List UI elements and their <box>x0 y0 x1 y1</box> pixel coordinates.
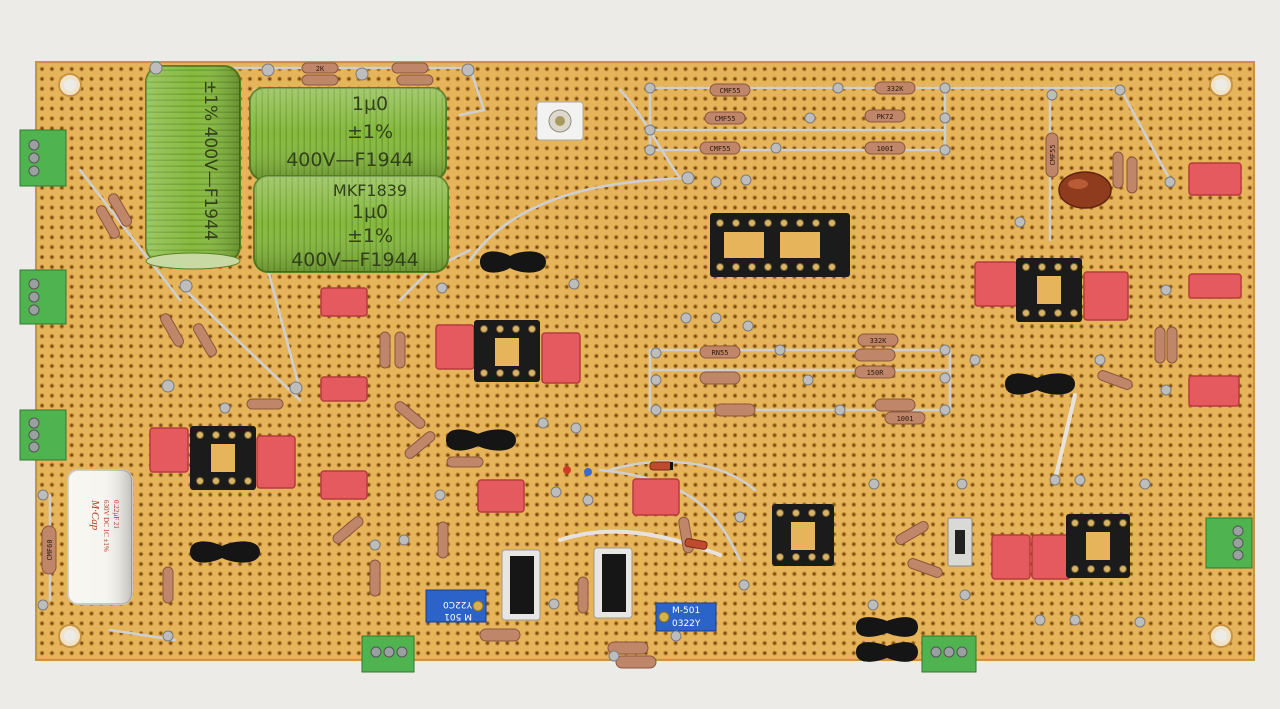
film-cap-vertical-label: ±1% 400V—F1944 <box>200 80 220 241</box>
trimmer-1[interactable]: Y22C0 M 501 <box>425 589 487 623</box>
ic-sockets <box>190 213 1130 578</box>
resistor-code-7: CMF60 <box>46 539 54 560</box>
ic-socket-8-right-top[interactable] <box>1016 258 1082 322</box>
ic-socket-8-bottom-mid[interactable] <box>772 504 834 566</box>
resistor-code-8: CMF55 <box>1049 144 1057 165</box>
terminal-block-left-2[interactable] <box>19 269 67 325</box>
mcap-capacitor: M·Cap 630V DC 1C ±1% 0.22µF 21 <box>67 469 133 605</box>
terminal-block-right[interactable] <box>1205 517 1253 569</box>
film-cap-2-line2: ±1% <box>347 225 393 247</box>
film-cap-1-line2: ±1% <box>347 121 393 143</box>
terminal-block-bottom-right[interactable] <box>921 635 977 673</box>
trimmer-1-model: M 501 <box>444 611 472 621</box>
resistor-code-5: PK72 <box>877 113 894 121</box>
slide-switch[interactable] <box>947 517 973 567</box>
ic-socket-8-bottom-right[interactable] <box>1066 514 1130 578</box>
film-capacitor-horizontal-1: 1µ0 ±1% 400V—F1944 <box>249 87 447 181</box>
resistor-code-4: 332K <box>887 85 905 93</box>
resistor-code-12: 1001 <box>897 415 914 423</box>
terminal-block-left-1[interactable] <box>19 129 67 187</box>
small-trim-pot[interactable] <box>536 101 584 141</box>
film-cap-2-line1: 1µ0 <box>352 201 388 223</box>
resistor-code-11: 150R <box>867 369 885 377</box>
terminal-block-bottom-left[interactable] <box>361 635 415 673</box>
trimmer-1-code: Y22C0 <box>443 599 473 609</box>
mounting-holes <box>58 73 1233 648</box>
diodes <box>563 461 708 550</box>
ic-socket-16-top[interactable] <box>710 213 850 277</box>
film-cap-1-line3: 400V—F1944 <box>286 149 414 171</box>
ferrite-beads <box>190 251 1075 662</box>
svg-text:2K: 2K <box>316 65 325 73</box>
red-capacitors <box>149 162 1242 580</box>
resistor-code-10: 332K <box>870 337 888 345</box>
terminal-block-left-3[interactable] <box>19 409 67 461</box>
resistor-code-9: RN55 <box>712 349 729 357</box>
mcap-brand: M·Cap <box>89 499 101 531</box>
ic-socket-8-left[interactable] <box>190 426 256 490</box>
resistor-code-2: CMF55 <box>714 115 735 123</box>
trimmer-2-model: 0322Y <box>672 619 701 629</box>
brown-capacitor <box>1058 171 1112 209</box>
film-capacitor-vertical: ±1% 400V—F1944 <box>145 65 241 270</box>
film-capacitor-horizontal-2: MKF1839 1µ0 ±1% 400V—F1944 <box>253 175 449 273</box>
film-cap-2-line0: MKF1839 <box>333 181 407 200</box>
resistor-code-6: 100I <box>877 145 894 153</box>
resistor-code-3: CMF55 <box>709 145 730 153</box>
resistor-code-1: CMF55 <box>719 87 740 95</box>
mcap-value: 0.22µF 21 <box>112 500 120 529</box>
film-cap-1-line1: 1µ0 <box>352 93 388 115</box>
voltage-regulators <box>501 547 633 621</box>
film-cap-2-line3: 400V—F1944 <box>291 249 419 271</box>
trimmer-2-code: M-501 <box>672 606 700 616</box>
mcap-rating: 630V DC 1C ±1% <box>102 500 110 552</box>
terminal-blocks <box>19 129 1253 673</box>
solder-joints <box>37 61 1176 662</box>
ic-socket-8-mid[interactable] <box>474 320 540 382</box>
trimmer-2[interactable]: M-501 0322Y <box>655 602 717 632</box>
resistors: 2K CMF55 CMF55 CMF55 332K PK72 100I CMF6… <box>41 62 1178 669</box>
